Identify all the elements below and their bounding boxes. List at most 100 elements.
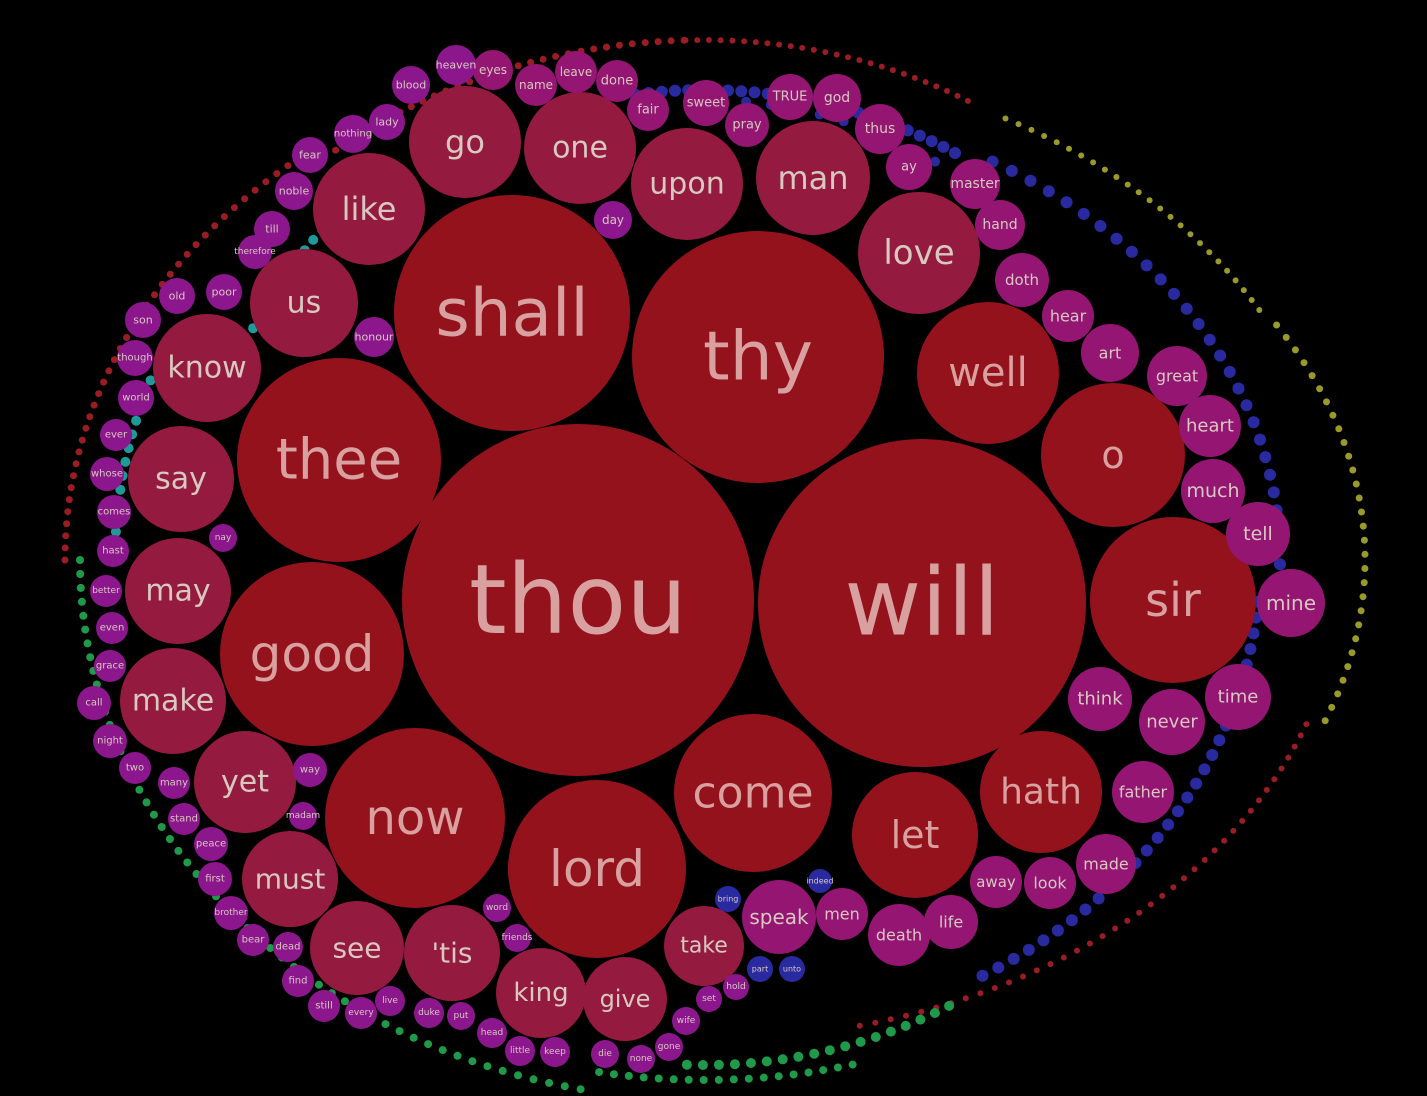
word-bubble-god[interactable]: god (813, 74, 861, 122)
word-bubble-never[interactable]: never (1139, 689, 1205, 755)
word-bubble-one[interactable]: one (524, 92, 636, 204)
word-bubble-speak[interactable]: speak (742, 880, 816, 954)
word-bubble-nay[interactable]: nay (209, 524, 237, 552)
word-bubble-give[interactable]: give (583, 957, 667, 1041)
word-bubble-much[interactable]: much (1181, 459, 1245, 523)
word-bubble-know[interactable]: know (153, 314, 261, 422)
word-bubble-grace[interactable]: grace (94, 650, 126, 682)
word-bubble-fear[interactable]: fear (292, 137, 328, 173)
word-bubble-master[interactable]: master (950, 159, 1000, 209)
word-bubble-make[interactable]: make (120, 648, 226, 754)
word-bubble-bring[interactable]: bring (715, 886, 741, 912)
word-bubble-whose[interactable]: whose (90, 457, 124, 491)
word-bubble-good[interactable]: good (220, 562, 404, 746)
word-bubble-set[interactable]: set (696, 986, 722, 1012)
word-bubble-heaven[interactable]: heaven (436, 45, 477, 85)
word-bubble-duke[interactable]: duke (414, 998, 444, 1028)
word-bubble-every[interactable]: every (345, 997, 377, 1029)
word-bubble-though[interactable]: though (117, 340, 153, 376)
word-bubble-none[interactable]: none (627, 1045, 655, 1073)
word-bubble-old[interactable]: old (159, 278, 195, 314)
word-bubble-man[interactable]: man (756, 121, 870, 235)
word-bubble-true[interactable]: TRUE (767, 74, 813, 120)
word-bubble-lady[interactable]: lady (369, 104, 405, 140)
word-bubble-death[interactable]: death (868, 904, 930, 966)
word-bubble-therefore[interactable]: therefore (234, 235, 276, 269)
word-bubble-now[interactable]: now (325, 728, 505, 908)
word-bubble-blood[interactable]: blood (392, 66, 430, 104)
word-bubble-say[interactable]: say (128, 426, 234, 532)
word-bubble-leave[interactable]: leave (555, 51, 597, 93)
word-bubble-doth[interactable]: doth (995, 253, 1049, 307)
word-bubble-ay[interactable]: ay (886, 144, 932, 190)
word-bubble-way[interactable]: way (293, 753, 327, 787)
word-bubble-thus[interactable]: thus (855, 104, 905, 154)
word-bubble-art[interactable]: art (1081, 324, 1139, 382)
word-bubble-still[interactable]: still (308, 990, 340, 1022)
word-bubble-go[interactable]: go (409, 86, 521, 198)
word-bubble-two[interactable]: two (119, 752, 151, 784)
word-bubble-father[interactable]: father (1112, 761, 1174, 823)
word-bubble-men[interactable]: men (816, 888, 868, 940)
word-bubble-indeed[interactable]: indeed (806, 869, 834, 893)
word-bubble-first[interactable]: first (198, 862, 232, 896)
word-bubble-thou[interactable]: thou (402, 424, 754, 776)
word-bubble-honour[interactable]: honour (354, 317, 394, 357)
word-bubble-upon[interactable]: upon (631, 128, 743, 240)
word-bubble-call[interactable]: call (77, 686, 111, 720)
word-bubble-madam[interactable]: madam (286, 802, 320, 830)
word-bubble-look[interactable]: look (1024, 857, 1076, 909)
word-bubble-thee[interactable]: thee (237, 358, 441, 562)
word-bubble-brother[interactable]: brother (214, 896, 248, 930)
word-bubble-sweet[interactable]: sweet (683, 80, 729, 126)
word-bubble-day[interactable]: day (594, 201, 632, 239)
word-bubble-hath[interactable]: hath (980, 731, 1102, 853)
word-bubble-die[interactable]: die (591, 1040, 619, 1068)
word-bubble-love[interactable]: love (858, 192, 980, 314)
word-bubble-friends[interactable]: friends (501, 924, 533, 952)
word-bubble-o[interactable]: o (1041, 383, 1185, 527)
word-bubble-part[interactable]: part (747, 956, 773, 982)
word-bubble-bear[interactable]: bear (237, 924, 269, 956)
word-bubble-hand[interactable]: hand (975, 200, 1025, 250)
word-bubble-hold[interactable]: hold (723, 974, 749, 1000)
word-bubble-yet[interactable]: yet (194, 731, 296, 833)
word-bubble-peace[interactable]: peace (194, 827, 228, 861)
word-bubble-will[interactable]: will (758, 439, 1086, 767)
word-bubble-little[interactable]: little (505, 1036, 535, 1066)
word-bubble-us[interactable]: us (250, 249, 358, 357)
word-bubble-even[interactable]: even (96, 612, 128, 644)
word-bubble-fair[interactable]: fair (627, 89, 669, 131)
word-bubble-take[interactable]: take (664, 906, 744, 986)
word-bubble-nothing[interactable]: nothing (334, 115, 372, 153)
word-bubble-king[interactable]: king (496, 948, 586, 1038)
word-bubble-eyes[interactable]: eyes (473, 50, 513, 90)
word-bubble-well[interactable]: well (917, 302, 1059, 444)
word-bubble-find[interactable]: find (282, 965, 314, 997)
word-bubble-must[interactable]: must (242, 831, 338, 927)
word-bubble-keep[interactable]: keep (540, 1037, 570, 1067)
word-bubble-think[interactable]: think (1068, 667, 1132, 731)
word-bubble-live[interactable]: live (375, 986, 405, 1016)
word-bubble-done[interactable]: done (596, 60, 638, 102)
word-bubble-let[interactable]: let (852, 772, 978, 898)
word-bubble-see[interactable]: see (310, 901, 404, 995)
word-bubble-life[interactable]: life (924, 895, 978, 949)
word-bubble-tis[interactable]: 'tis (404, 905, 500, 1001)
word-bubble-put[interactable]: put (447, 1002, 475, 1030)
word-bubble-unto[interactable]: unto (779, 956, 805, 982)
word-bubble-come[interactable]: come (674, 714, 832, 872)
word-bubble-heart[interactable]: heart (1179, 395, 1241, 457)
word-bubble-gone[interactable]: gone (655, 1033, 683, 1061)
word-bubble-noble[interactable]: noble (275, 172, 313, 210)
word-bubble-dead[interactable]: dead (273, 932, 303, 962)
word-bubble-hast[interactable]: hast (97, 535, 129, 567)
word-bubble-thy[interactable]: thy (632, 231, 884, 483)
word-bubble-poor[interactable]: poor (206, 274, 242, 310)
word-bubble-made[interactable]: made (1076, 834, 1136, 894)
word-bubble-world[interactable]: world (118, 380, 154, 416)
word-bubble-hear[interactable]: hear (1042, 290, 1094, 342)
word-bubble-better[interactable]: better (90, 575, 122, 607)
word-bubble-like[interactable]: like (313, 153, 425, 265)
word-bubble-night[interactable]: night (93, 724, 127, 758)
